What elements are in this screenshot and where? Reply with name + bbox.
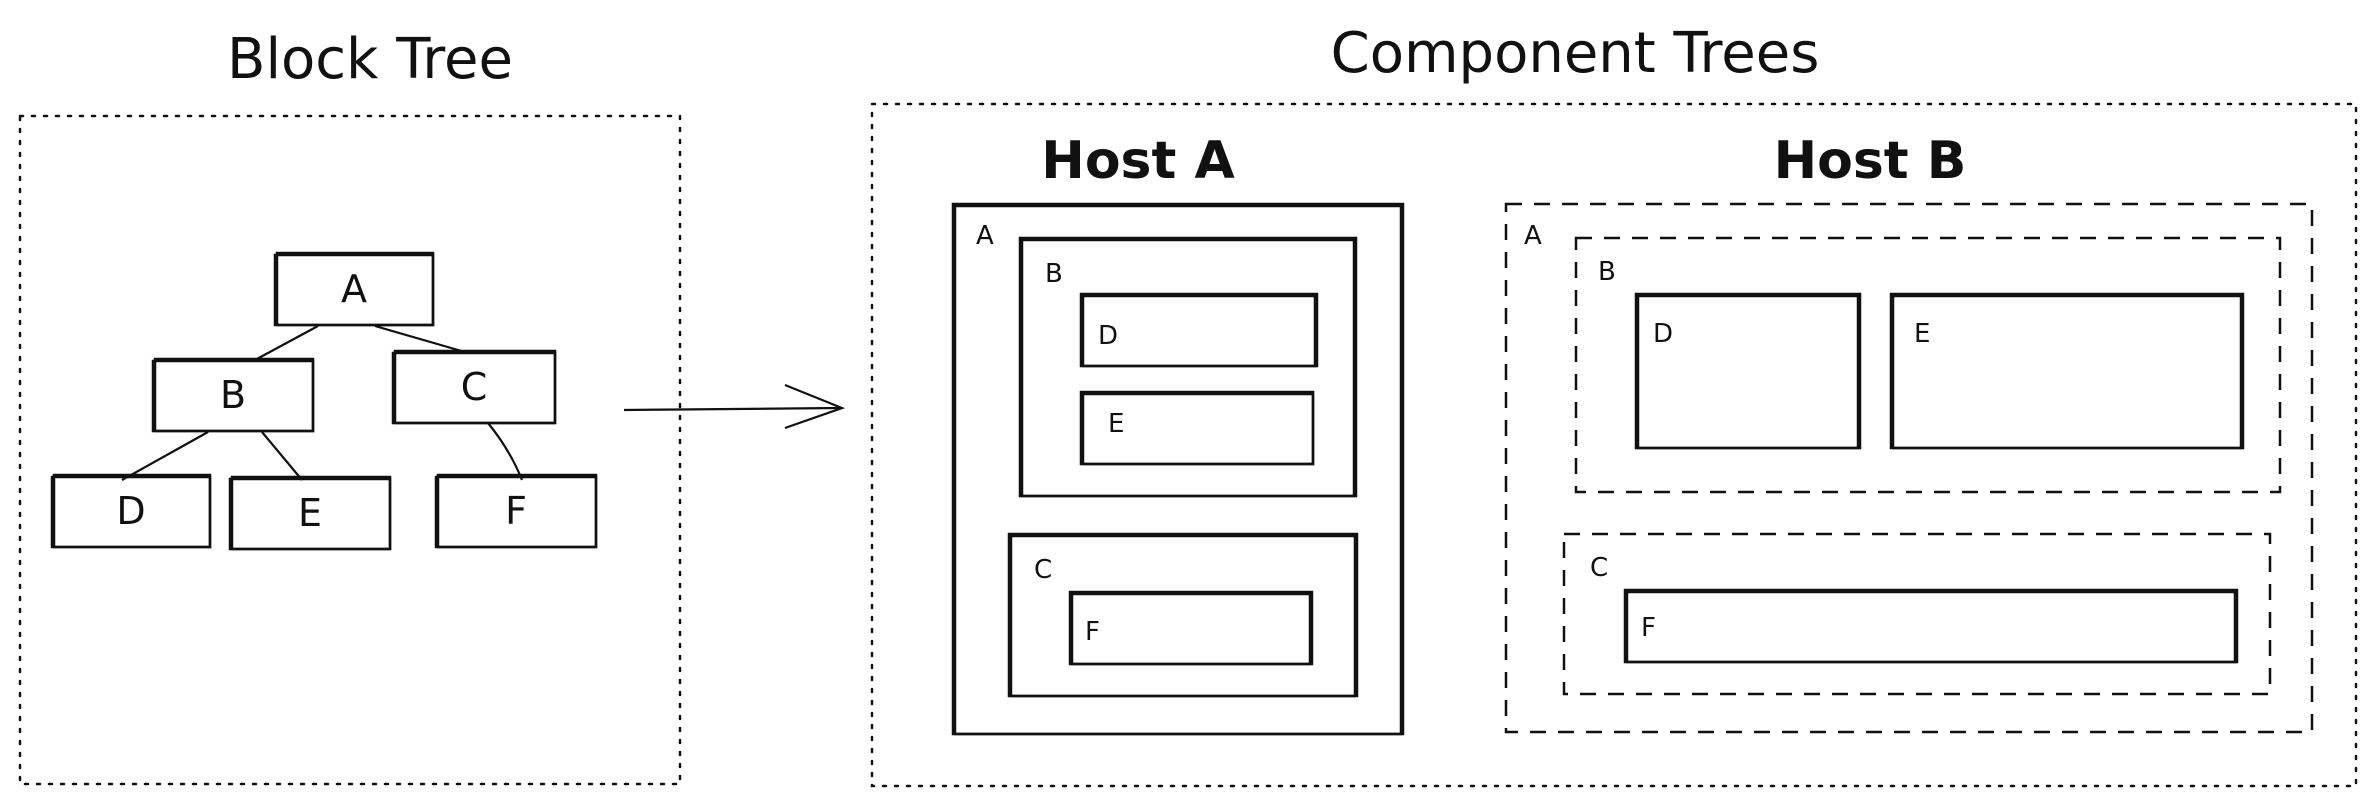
host-a-label-f: F (1085, 617, 1100, 647)
block-tree-node-b: B (151, 357, 315, 433)
host-b-label-f: F (1641, 613, 1656, 643)
host-b-label-b: B (1598, 257, 1616, 287)
block-tree-edges (121, 324, 524, 481)
host-b-label-d: D (1653, 319, 1673, 349)
block-tree-node-c: C (391, 349, 557, 425)
host-a-component-c (1007, 532, 1359, 698)
host-a-label-a: A (976, 221, 994, 251)
edge-a-c (374, 324, 466, 354)
node-e-label: E (298, 491, 322, 535)
host-b-block-f (1623, 588, 2239, 664)
component-trees-title: Component Trees (1331, 21, 1820, 86)
node-d-label: D (116, 489, 145, 533)
host-b-title: Host B (1774, 131, 1967, 191)
edge-c-f (487, 422, 524, 481)
host-b-block-e (1889, 292, 2245, 450)
edge-b-d (121, 431, 209, 481)
edge-b-e (261, 431, 303, 481)
host-b-tree: A B D E C F (1504, 202, 2314, 734)
node-a-label: A (341, 267, 367, 311)
block-tree-node-d: D (50, 473, 212, 549)
block-tree-container (18, 114, 682, 786)
host-a-title: Host A (1041, 131, 1234, 191)
host-a-label-b: B (1045, 259, 1063, 289)
host-a-component-f (1068, 590, 1314, 666)
host-b-label-c: C (1590, 553, 1608, 583)
host-a-tree: A B D E C F (951, 202, 1405, 736)
node-f-label: F (505, 489, 527, 533)
node-c-label: C (461, 365, 488, 409)
arrow-right-icon (623, 383, 846, 430)
block-tree-node-e: E (228, 475, 392, 551)
host-a-label-e: E (1108, 409, 1124, 439)
block-tree-title: Block Tree (227, 27, 513, 92)
host-b-label-a: A (1524, 221, 1542, 251)
host-b-component-b (1574, 236, 2282, 494)
host-b-block-d (1634, 292, 1862, 450)
host-a-label-c: C (1034, 555, 1052, 585)
component-trees-container (870, 102, 2358, 788)
node-b-label: B (220, 373, 246, 417)
host-a-label-d: D (1098, 321, 1118, 351)
host-b-label-e: E (1914, 319, 1930, 349)
block-tree-node-a: A (273, 251, 435, 327)
host-b-component-a (1504, 202, 2314, 734)
host-b-component-c (1562, 532, 2272, 696)
edge-a-b (254, 325, 319, 361)
block-tree-node-f: F (434, 473, 598, 549)
